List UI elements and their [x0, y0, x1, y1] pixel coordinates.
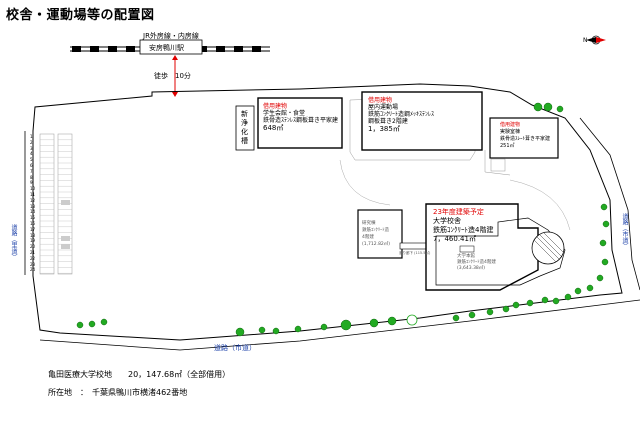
parking-number: 15	[30, 215, 36, 221]
campus-address: 所在地 ： 千葉県鴨川市横渚462番地	[48, 388, 188, 397]
walk-time-label: 徒歩 10分	[154, 72, 191, 80]
parking-grid	[39, 133, 73, 275]
station-label: 安房鴨川駅	[149, 44, 184, 52]
gym-building	[361, 91, 483, 151]
tree-outline	[406, 314, 418, 326]
parking-cars	[61, 200, 70, 249]
bottom-road-label: 道路（市道）	[214, 344, 256, 352]
connector-label: 渡り廊下 (115.5㎡)	[399, 251, 431, 255]
parking-number: 19	[30, 238, 36, 244]
main-hall-building	[435, 217, 566, 286]
parking-number: 16	[30, 221, 36, 226]
main-hall-info: 大学本館 鉄筋ｺﾝｸﾘｰﾄ造4階建 (3,643.38㎡)	[457, 254, 496, 271]
right-road-label: 道路（市道）	[621, 213, 628, 249]
research-info: 研究棟 鉄筋ｺﾝｸﾘｰﾄ造 4階建 (1,712.82㎡)	[362, 221, 391, 247]
parking-number: 21	[30, 250, 36, 255]
parking-number: 17	[30, 226, 36, 232]
parking-number: 23	[30, 261, 36, 267]
north-arrow-icon	[586, 35, 606, 45]
parking-number: 18	[30, 232, 36, 238]
station-box	[139, 39, 203, 55]
parking-number: 20	[30, 244, 36, 250]
purification-label: 新浄化槽	[241, 110, 248, 145]
left-road-label: 道路（里道）	[10, 224, 17, 260]
parking-number: 8	[30, 174, 33, 180]
cafeteria-info: 借用建物 学生会館・食堂 鉄骨造ｽﾃﾝﾚｽ鋼板葺き平家建 648㎡	[263, 103, 339, 132]
cafeteria-building	[257, 97, 343, 149]
parking-number: 1	[30, 134, 33, 139]
campus-area: 亀田医療大学校地 20，147.68㎡（全部借用）	[48, 370, 231, 379]
parking-number: 12	[30, 197, 36, 203]
parking-number: 13	[30, 203, 36, 209]
parking-number: 22	[30, 255, 36, 261]
page-title: 校舎・運動場等の配置図	[6, 8, 155, 23]
parking-number: 5	[30, 157, 33, 163]
research-building	[357, 209, 403, 259]
parking-number: 3	[30, 145, 33, 151]
right-road-line	[579, 117, 640, 291]
parking-number: 7	[30, 168, 33, 174]
parking-number: 14	[30, 209, 36, 215]
bottom-road-line	[39, 299, 640, 351]
parking-number: 9	[30, 180, 33, 186]
parking-number: 4	[30, 151, 33, 157]
parking-number: 10	[30, 186, 36, 192]
parking-number: 6	[30, 163, 33, 168]
parking-number: 2	[30, 139, 33, 145]
walk-arrow	[172, 55, 178, 97]
new-school-info: 23年度建築予定 大学校舎 鉄筋ｺﾝｸﾘｰﾄ造4階建 7，460.41㎡	[433, 208, 494, 243]
parking-number: 24	[30, 267, 36, 273]
lab-info: 借用建物 実験室棟 鉄骨造ｽﾚｰﾄ葺き平家建 251㎡	[500, 122, 551, 149]
lab-building	[489, 117, 559, 159]
parking-number: 11	[30, 192, 36, 197]
compass-label: N	[583, 37, 588, 44]
site-boundary	[32, 83, 623, 341]
gym-info: 借用建物 屋内運動場 鉄筋ｺﾝｸﾘｰﾄ造鋼ﾒｯｷｽﾃﾝﾚｽ 鋼板葺き2階建 1，…	[368, 97, 435, 133]
trees	[76, 102, 610, 337]
purification-tank	[235, 105, 255, 151]
connector-corridor	[399, 242, 427, 250]
rail-line-label: JR外房線・内房線	[143, 32, 199, 40]
